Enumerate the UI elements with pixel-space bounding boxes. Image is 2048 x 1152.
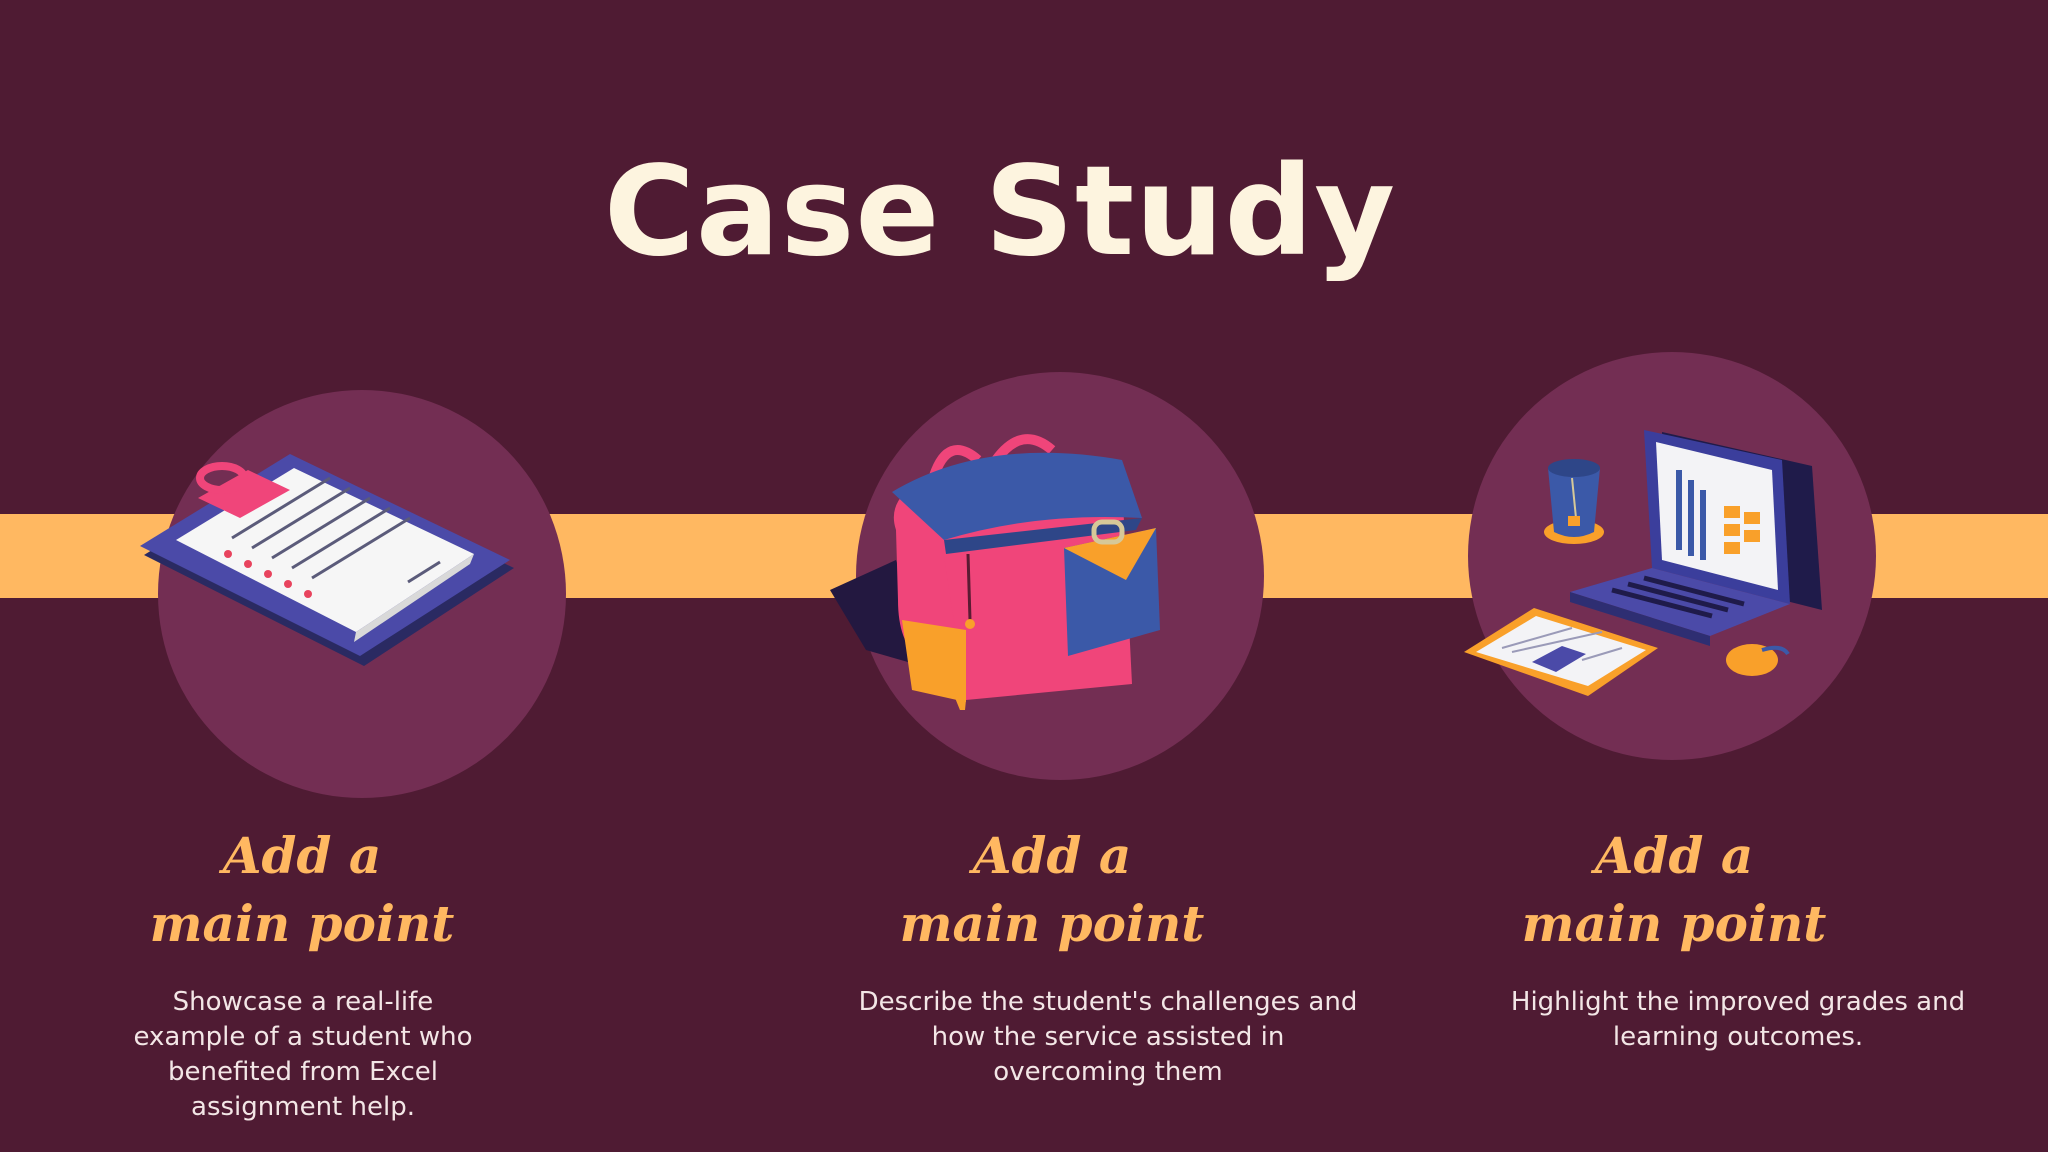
- main-point-description-3: Highlight the improved grades and learni…: [1510, 987, 1966, 1052]
- laptop-workspace-icon: [1464, 430, 1822, 696]
- main-point-description-2: Describe the student's challenges and ho…: [858, 987, 1358, 1087]
- clipboard-icon: [140, 454, 514, 666]
- main-point-heading-2: Add a main point: [899, 826, 1205, 953]
- backpack-icon: [830, 434, 1160, 710]
- main-point-description-1: Showcase a real-life example of a studen…: [133, 987, 473, 1122]
- main-point-heading-3: Add a main point: [1521, 826, 1827, 953]
- main-point-heading-1: Add a main point: [149, 826, 455, 953]
- slide-title: Case Study: [603, 140, 1397, 284]
